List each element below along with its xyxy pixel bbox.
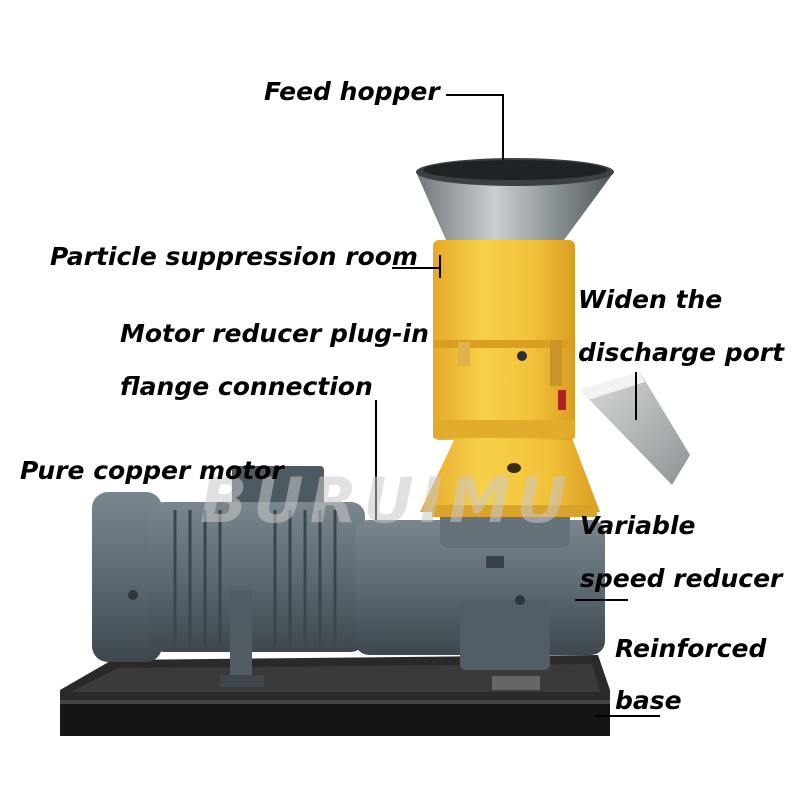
label-particle-suppression-room: Particle suppression room [50,242,418,271]
label-widen-line2: discharge port [578,338,785,367]
discharge-port [580,372,690,485]
label-feed-hopper: Feed hopper [264,77,440,106]
pure-copper-motor [92,466,365,687]
label-variable-line2: speed reducer [580,564,783,593]
label-motor-reducer-line1: Motor reducer plug-in [120,319,429,348]
label-variable-line1: Variable [580,511,696,540]
label-reinforced-line2: base [615,686,682,715]
label-reinforced-line1: Reinforced [615,634,767,663]
watermark-logo: BURUIMU [200,464,573,537]
label-motor-reducer-line2: flange connection [120,372,373,401]
die-housing [420,438,600,517]
variable-speed-reducer [355,508,605,670]
callout-lines [375,94,660,717]
label-widen-line1: Widen the [578,285,723,314]
reinforced-base [60,655,610,736]
particle-suppression-room [433,240,575,440]
label-pure-copper-motor: Pure copper motor [20,456,284,485]
feed-hopper-line [446,94,504,160]
feed-hopper [416,158,614,240]
